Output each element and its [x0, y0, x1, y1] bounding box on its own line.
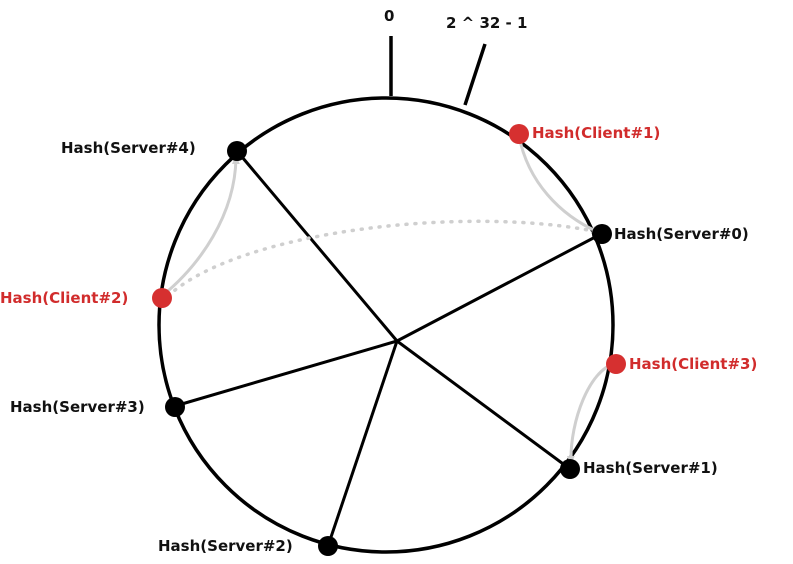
- server-0-label: Hash(Server#0): [614, 225, 749, 243]
- client-3-label: Hash(Client#3): [629, 355, 757, 373]
- client-3-node: [606, 354, 626, 374]
- server-2-label: Hash(Server#2): [158, 537, 293, 555]
- spoke-server-2: [326, 340, 399, 547]
- spoke-server-0: [396, 232, 602, 343]
- server-3-node: [165, 397, 185, 417]
- hash-ring: [157, 96, 615, 554]
- client3-assignment-arrow: [566, 362, 615, 464]
- server-3-label: Hash(Server#3): [10, 398, 145, 416]
- client-2-node: [152, 288, 172, 308]
- server-1-node: [560, 459, 580, 479]
- ring-max-label: 2 ^ 32 - 1: [446, 14, 527, 32]
- client1-assignment-arrow: [517, 135, 600, 234]
- spoke-server-1: [396, 339, 571, 471]
- client-1-node: [509, 124, 529, 144]
- client2-dotted-arc: [166, 219, 600, 298]
- server-0-node: [592, 224, 612, 244]
- spoke-server-3: [174, 339, 398, 408]
- ring-max-tick: [463, 43, 487, 106]
- server-1-label: Hash(Server#1): [583, 459, 718, 477]
- ring-zero-label: 0: [384, 7, 394, 25]
- client2-assignment-arrow: [161, 156, 240, 298]
- server-4-node: [227, 141, 247, 161]
- server-4-label: Hash(Server#4): [61, 139, 196, 157]
- server-2-node: [318, 536, 338, 556]
- client-1-label: Hash(Client#1): [532, 124, 660, 142]
- spoke-server-4: [235, 150, 399, 342]
- client-2-label: Hash(Client#2): [0, 289, 128, 307]
